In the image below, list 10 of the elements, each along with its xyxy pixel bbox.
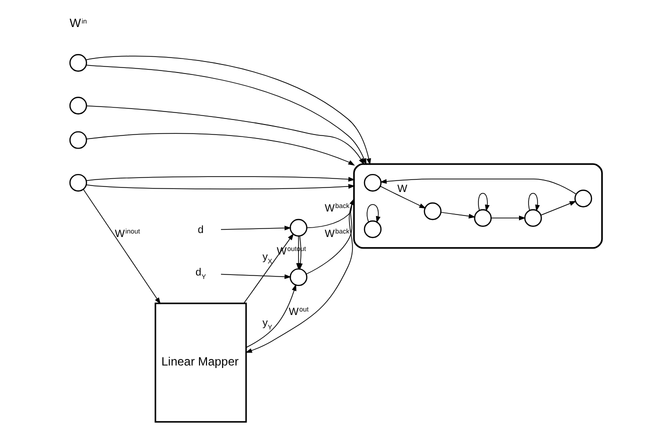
edge-label: W$^{inout}$ [114, 228, 140, 240]
edge-label: W [396, 184, 407, 195]
edge-label: W$^{out}$ [288, 306, 308, 318]
node-text: d$_{Y}$ [195, 267, 206, 281]
edge-label: W$^{back}$ [324, 202, 349, 214]
label: W$^{in}$ [69, 16, 86, 30]
edge-label: y$_{X}$ [262, 252, 272, 266]
edge-label: y$_{Y}$ [262, 318, 272, 332]
node-text: d [197, 224, 204, 236]
edge-label: W$^{back}$ [324, 228, 349, 240]
